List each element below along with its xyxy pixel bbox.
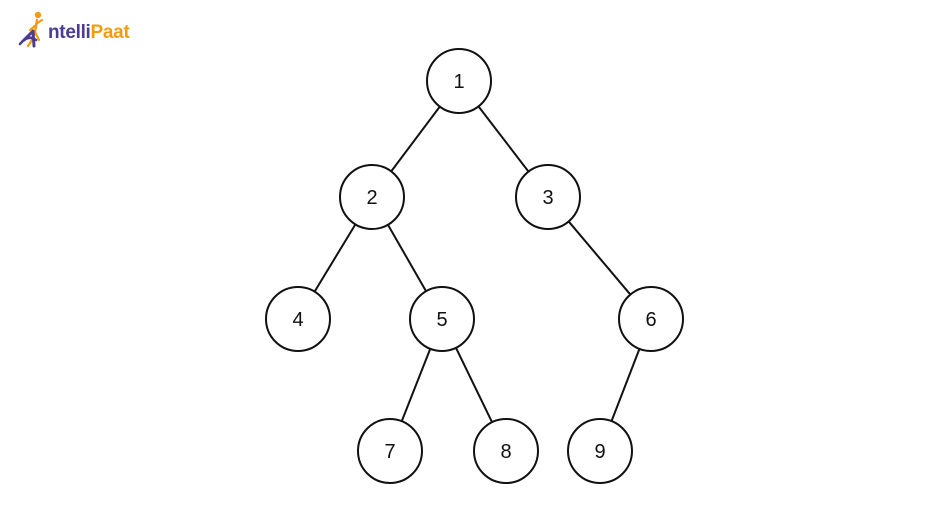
tree-node-1: 1 [426,48,492,114]
tree-node-9: 9 [567,418,633,484]
runner-figure-icon [18,11,44,48]
node-circle [265,286,331,352]
node-circle [409,286,475,352]
node-label: 9 [594,441,605,463]
edge-n5-n7 [400,348,432,422]
tree-node-4: 4 [265,286,331,352]
node-circle [473,418,539,484]
node-circle [426,48,492,114]
edge-n5-n8 [455,347,493,423]
brand-name-purple: ntelli [48,22,91,43]
node-label: 2 [366,187,377,209]
tree-edges [313,105,641,423]
node-label: 3 [542,187,553,209]
node-label: 5 [436,309,447,331]
node-circle [567,418,633,484]
node-label: 1 [453,71,464,93]
node-circle [515,164,581,230]
edge-n3-n6 [567,220,632,296]
node-label: 4 [292,309,303,331]
node-circle [357,418,423,484]
brand-logo: ntelliPaat [18,10,148,50]
edge-n6-n9 [610,348,641,422]
tree-node-8: 8 [473,418,539,484]
node-circle [618,286,684,352]
node-circle [339,164,405,230]
tree-node-3: 3 [515,164,581,230]
edge-n1-n2 [390,105,441,172]
tree-node-6: 6 [618,286,684,352]
edge-n1-n3 [477,105,530,173]
edge-n2-n5 [387,224,427,292]
brand-wordmark: ntelliPaat [48,22,130,44]
tree-node-2: 2 [339,164,405,230]
tree-nodes: 1 2 3 4 5 6 7 8 9 [265,48,684,484]
tree-node-7: 7 [357,418,423,484]
brand-name-orange: Paat [90,22,130,43]
node-label: 7 [384,441,395,463]
node-label: 6 [645,309,656,331]
edge-n2-n4 [313,223,357,293]
tree-node-5: 5 [409,286,475,352]
node-label: 8 [500,441,511,463]
